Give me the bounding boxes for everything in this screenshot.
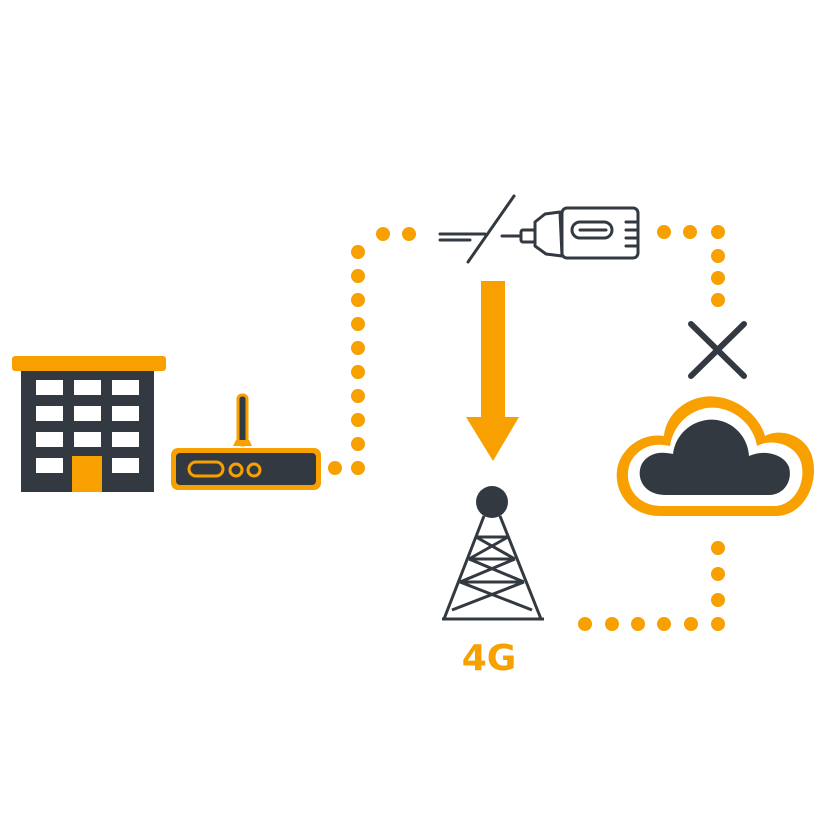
- connector-dot: [711, 617, 725, 631]
- office-building-icon: [12, 356, 166, 492]
- connector-dot: [351, 269, 365, 283]
- router-icon: [171, 393, 321, 490]
- connector-router-to-cable: [328, 227, 416, 475]
- connector-dot: [631, 617, 645, 631]
- building-windows: [36, 380, 139, 473]
- connector-dot: [684, 617, 698, 631]
- connector-dot: [711, 293, 725, 307]
- connector-dot: [351, 341, 365, 355]
- connector-dot: [657, 225, 671, 239]
- cell-tower-icon: [442, 486, 544, 621]
- building-door: [72, 456, 102, 492]
- connector-dot: [351, 365, 365, 379]
- failover-arrow-icon: [466, 281, 519, 461]
- connector-dot: [578, 617, 592, 631]
- connector-dot: [328, 461, 342, 475]
- connector-dot: [351, 317, 365, 331]
- cable-cut-slash: [466, 194, 516, 264]
- connector-dot: [605, 617, 619, 631]
- connector-dot: [351, 437, 365, 451]
- connector-cable-to-cloud: [657, 225, 725, 307]
- connector-dot: [711, 541, 725, 555]
- connector-dot: [351, 413, 365, 427]
- connector-dot: [683, 225, 697, 239]
- connector-tower-to-cloud: [578, 541, 725, 631]
- connector-dot: [351, 389, 365, 403]
- ethernet-cable-cut-icon: [438, 194, 640, 264]
- connector-dot: [376, 227, 390, 241]
- cloud-icon: [616, 396, 814, 516]
- connector-dot: [402, 227, 416, 241]
- connector-dot: [657, 617, 671, 631]
- connector-dot: [351, 245, 365, 259]
- x-mark-icon: [688, 321, 747, 379]
- connector-dot: [351, 293, 365, 307]
- connector-dot: [711, 567, 725, 581]
- tower-label-4g: 4G: [462, 638, 517, 679]
- connector-dot: [351, 461, 365, 475]
- connector-dot: [711, 225, 725, 239]
- connector-dot: [711, 271, 725, 285]
- connector-dot: [711, 593, 725, 607]
- connector-dot: [711, 249, 725, 263]
